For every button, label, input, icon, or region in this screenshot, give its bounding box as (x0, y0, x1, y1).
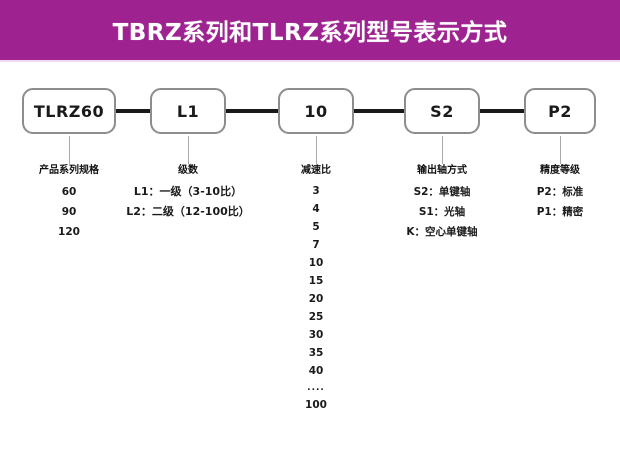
spec-item: 20 (308, 293, 324, 305)
spec-item: 7 (312, 239, 320, 251)
model-code-row: TLRZ60 L1 10 S2 P2 (0, 88, 620, 136)
model-box-series[interactable]: TLRZ60 (22, 88, 116, 134)
spec-column-output-shaft: 输出轴方式 S2：单键轴 S1：光轴 K：空心单键轴 (382, 164, 502, 242)
spec-item: 60 (61, 186, 77, 198)
spec-item: 25 (308, 311, 324, 323)
stem-line-2 (188, 136, 189, 164)
connector-line-4 (480, 109, 524, 113)
spec-column-series: 产品系列规格 60 90 120 (9, 164, 129, 242)
spec-item-ellipsis: .... (307, 383, 325, 393)
spec-item: P2：标准 (536, 186, 584, 198)
spec-item: 90 (61, 206, 77, 218)
spec-item: 5 (312, 221, 320, 233)
spec-item: P1：精密 (536, 206, 584, 218)
spec-item: 100 (305, 399, 327, 411)
model-box-series-label: TLRZ60 (33, 101, 105, 121)
page-title: TBRZ系列和TLRZ系列型号表示方式 (112, 20, 508, 46)
spec-item: 120 (58, 226, 80, 238)
spec-item: 30 (308, 329, 324, 341)
model-box-output-shaft[interactable]: S2 (404, 88, 480, 134)
header-banner: TBRZ系列和TLRZ系列型号表示方式 (0, 0, 620, 60)
spec-item: 15 (308, 275, 324, 287)
stem-line-3 (316, 136, 317, 164)
spec-item: 35 (308, 347, 324, 359)
spec-item: 3 (312, 185, 320, 197)
spec-item: L2：二级（12-100比） (126, 205, 250, 218)
spec-heading-stage: 级数 (178, 165, 198, 176)
stem-line-1 (69, 136, 70, 164)
model-box-ratio[interactable]: 10 (278, 88, 354, 134)
connector-line-3 (354, 109, 404, 113)
spec-item: K：空心单键轴 (406, 226, 478, 238)
spec-heading-precision: 精度等级 (540, 165, 580, 176)
connector-line-2 (226, 109, 278, 113)
spec-heading-series: 产品系列规格 (39, 165, 99, 176)
spec-column-precision: 精度等级 P2：标准 P1：精密 (500, 164, 620, 222)
spec-heading-output-shaft: 输出轴方式 (417, 165, 467, 176)
model-box-output-shaft-label: S2 (430, 101, 454, 121)
spec-column-ratio: 减速比 3 4 5 7 10 15 20 25 30 35 40 .... 10… (276, 164, 356, 414)
model-box-stage[interactable]: L1 (150, 88, 226, 134)
model-box-stage-label: L1 (176, 101, 200, 121)
spec-column-stage: 级数 L1：一级（3-10比） L2：二级（12-100比） (108, 164, 268, 222)
spec-item: 10 (308, 257, 324, 269)
spec-item: L1：一级（3-10比） (133, 185, 243, 198)
spec-item: 4 (312, 203, 320, 215)
spec-item: S1：光轴 (418, 206, 466, 218)
stem-line-5 (560, 136, 561, 164)
spec-item: S2：单键轴 (413, 186, 471, 198)
spec-item: 40 (308, 365, 324, 377)
spec-heading-ratio: 减速比 (301, 165, 331, 176)
model-box-ratio-label: 10 (304, 101, 328, 121)
banner-underline (0, 60, 620, 62)
model-box-precision[interactable]: P2 (524, 88, 596, 134)
connector-line-1 (116, 109, 150, 113)
model-box-precision-label: P2 (548, 101, 572, 121)
stem-line-4 (442, 136, 443, 164)
